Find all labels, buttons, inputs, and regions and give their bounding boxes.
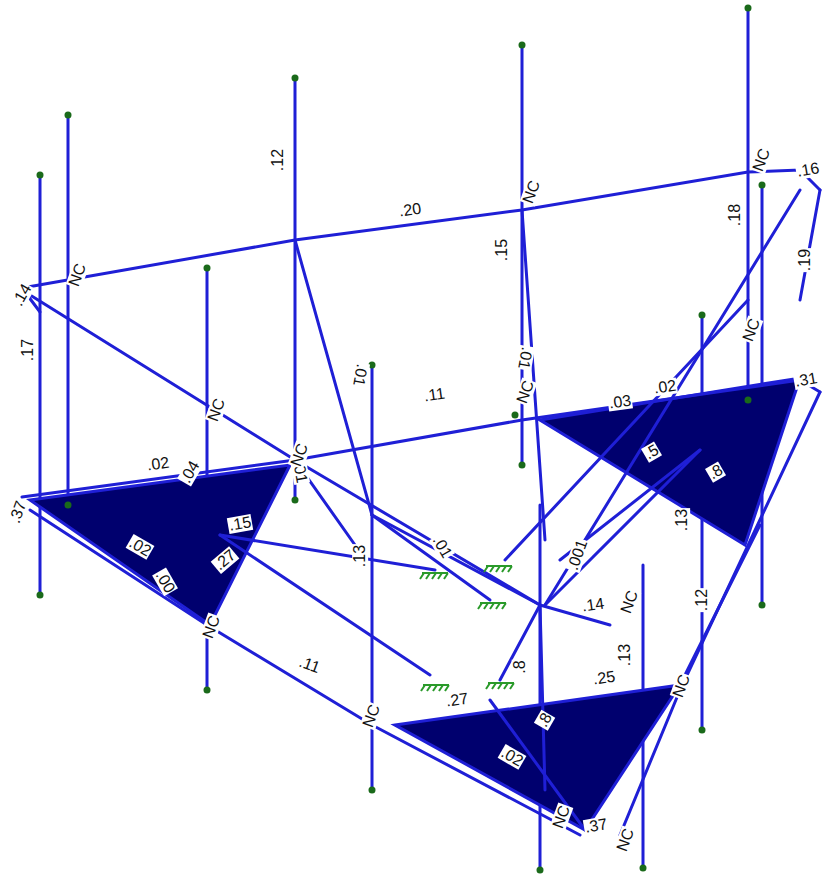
utilization-ratio: .16 <box>795 160 822 180</box>
utilization-ratio: .15 <box>227 514 254 534</box>
utilization-ratio: .5 <box>641 441 662 463</box>
node-code: NC <box>205 395 229 424</box>
utilization-ratio: .31 <box>793 370 820 390</box>
node-code: NC <box>618 587 642 616</box>
utilization-ratio: .13 <box>617 643 633 667</box>
slab-triangles <box>30 378 800 830</box>
node-dots <box>37 5 766 874</box>
utilization-ratio: .001 <box>565 537 591 574</box>
utilization-ratio: .13 <box>352 544 368 568</box>
utilization-ratio: .8 <box>512 659 528 674</box>
utilization-ratio: .02 <box>125 534 154 560</box>
node-code: NC <box>514 377 538 406</box>
node-code: NC <box>750 145 774 174</box>
utilization-ratio: .15 <box>494 238 510 262</box>
utilization-ratio: .02 <box>497 744 526 770</box>
utilization-ratio: .14 <box>9 280 35 309</box>
utilization-ratio: .04 <box>177 457 203 486</box>
node-code: NC <box>288 440 312 469</box>
utilization-ratio: .12 <box>270 148 286 172</box>
utilization-ratio: .00 <box>152 567 178 596</box>
utilization-ratio: .27 <box>444 690 470 709</box>
utilization-ratio: .11 <box>296 654 323 677</box>
utilization-ratio: .14 <box>580 595 606 614</box>
utilization-ratio: .25 <box>591 668 617 687</box>
utilization-ratio: .37 <box>6 498 29 526</box>
utilization-ratio: .03 <box>607 392 633 411</box>
node-code: NC <box>360 701 384 730</box>
utilization-ratio: .18 <box>727 203 743 227</box>
node-code: NC <box>550 802 574 831</box>
utilization-ratio: .01 <box>429 532 455 561</box>
node-code: NC <box>520 177 544 206</box>
utilization-ratio: .27 <box>211 546 240 574</box>
node-code: NC <box>670 671 694 700</box>
beams <box>22 170 820 835</box>
utilization-ratio: .01 <box>350 362 370 389</box>
utilization-ratio: .8 <box>534 709 556 730</box>
utilization-ratio: .11 <box>422 385 447 404</box>
utilization-ratio: .20 <box>397 200 423 219</box>
utilization-ratio: .13 <box>674 508 690 532</box>
node-code: NC <box>66 260 90 289</box>
utilization-ratio: .02 <box>652 377 678 396</box>
utilization-ratio: .12 <box>694 588 710 612</box>
node-code: NC <box>740 315 764 344</box>
utilization-ratio: .17 <box>20 338 36 362</box>
node-code: NC <box>200 612 224 641</box>
utilization-ratio: .37 <box>583 816 610 836</box>
utilization-ratio: .19 <box>797 248 813 272</box>
utilization-ratio: .01 <box>515 345 535 372</box>
node-code: NC <box>614 825 638 854</box>
utilization-ratio: .8 <box>705 461 726 483</box>
support-symbols <box>420 566 514 691</box>
utilization-ratio: .02 <box>145 454 171 473</box>
